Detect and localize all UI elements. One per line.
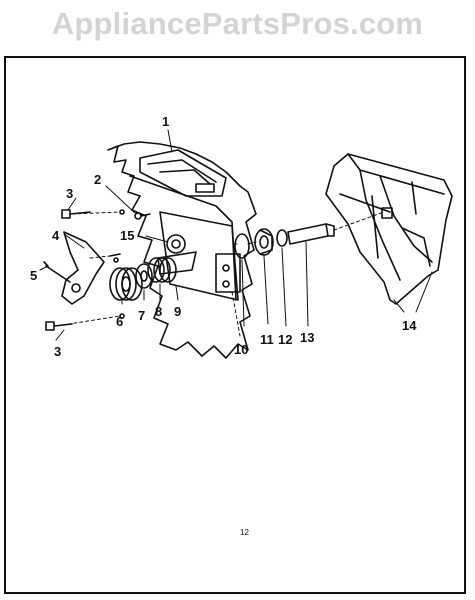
- callout-9: 9: [174, 304, 181, 319]
- coil-spring-6: [109, 267, 143, 301]
- screw-3-upper: [61, 209, 91, 219]
- page-frame: [4, 56, 466, 594]
- callout-6: 6: [116, 314, 123, 329]
- callout-7: 7: [138, 308, 145, 323]
- callout-15: 15: [120, 228, 134, 243]
- page-number: 12: [240, 528, 249, 537]
- door-panel: [325, 153, 453, 305]
- callout-13: 13: [300, 330, 314, 345]
- cabinet-wall-section: [107, 141, 257, 359]
- watermark-text: AppliancePartsPros.com: [51, 6, 424, 41]
- callout-10: 10: [234, 342, 248, 357]
- latch-lever: [61, 231, 105, 305]
- washer-7: [135, 263, 153, 289]
- upper-bracket: [139, 149, 227, 197]
- callout-2: 2: [94, 172, 101, 187]
- callout-1: 1: [162, 114, 169, 129]
- pin: [45, 265, 71, 283]
- callout-14: 14: [402, 318, 417, 333]
- callout-8: 8: [155, 304, 162, 319]
- callout-4: 4: [52, 228, 60, 243]
- callout-3-upper: 3: [66, 186, 73, 201]
- coil-spring-8: [147, 257, 177, 283]
- bushing: [254, 228, 274, 256]
- shaft: [287, 223, 329, 245]
- screw-2: [134, 212, 151, 220]
- retainer-clip: [234, 233, 250, 259]
- cam: [166, 234, 186, 254]
- callout-12: 12: [278, 332, 292, 347]
- wall-inner-edge: [129, 175, 237, 301]
- callout-11: 11: [260, 332, 274, 347]
- washer-12: [276, 229, 288, 247]
- callout-5: 5: [30, 268, 37, 283]
- callout-3-lower: 3: [54, 344, 61, 359]
